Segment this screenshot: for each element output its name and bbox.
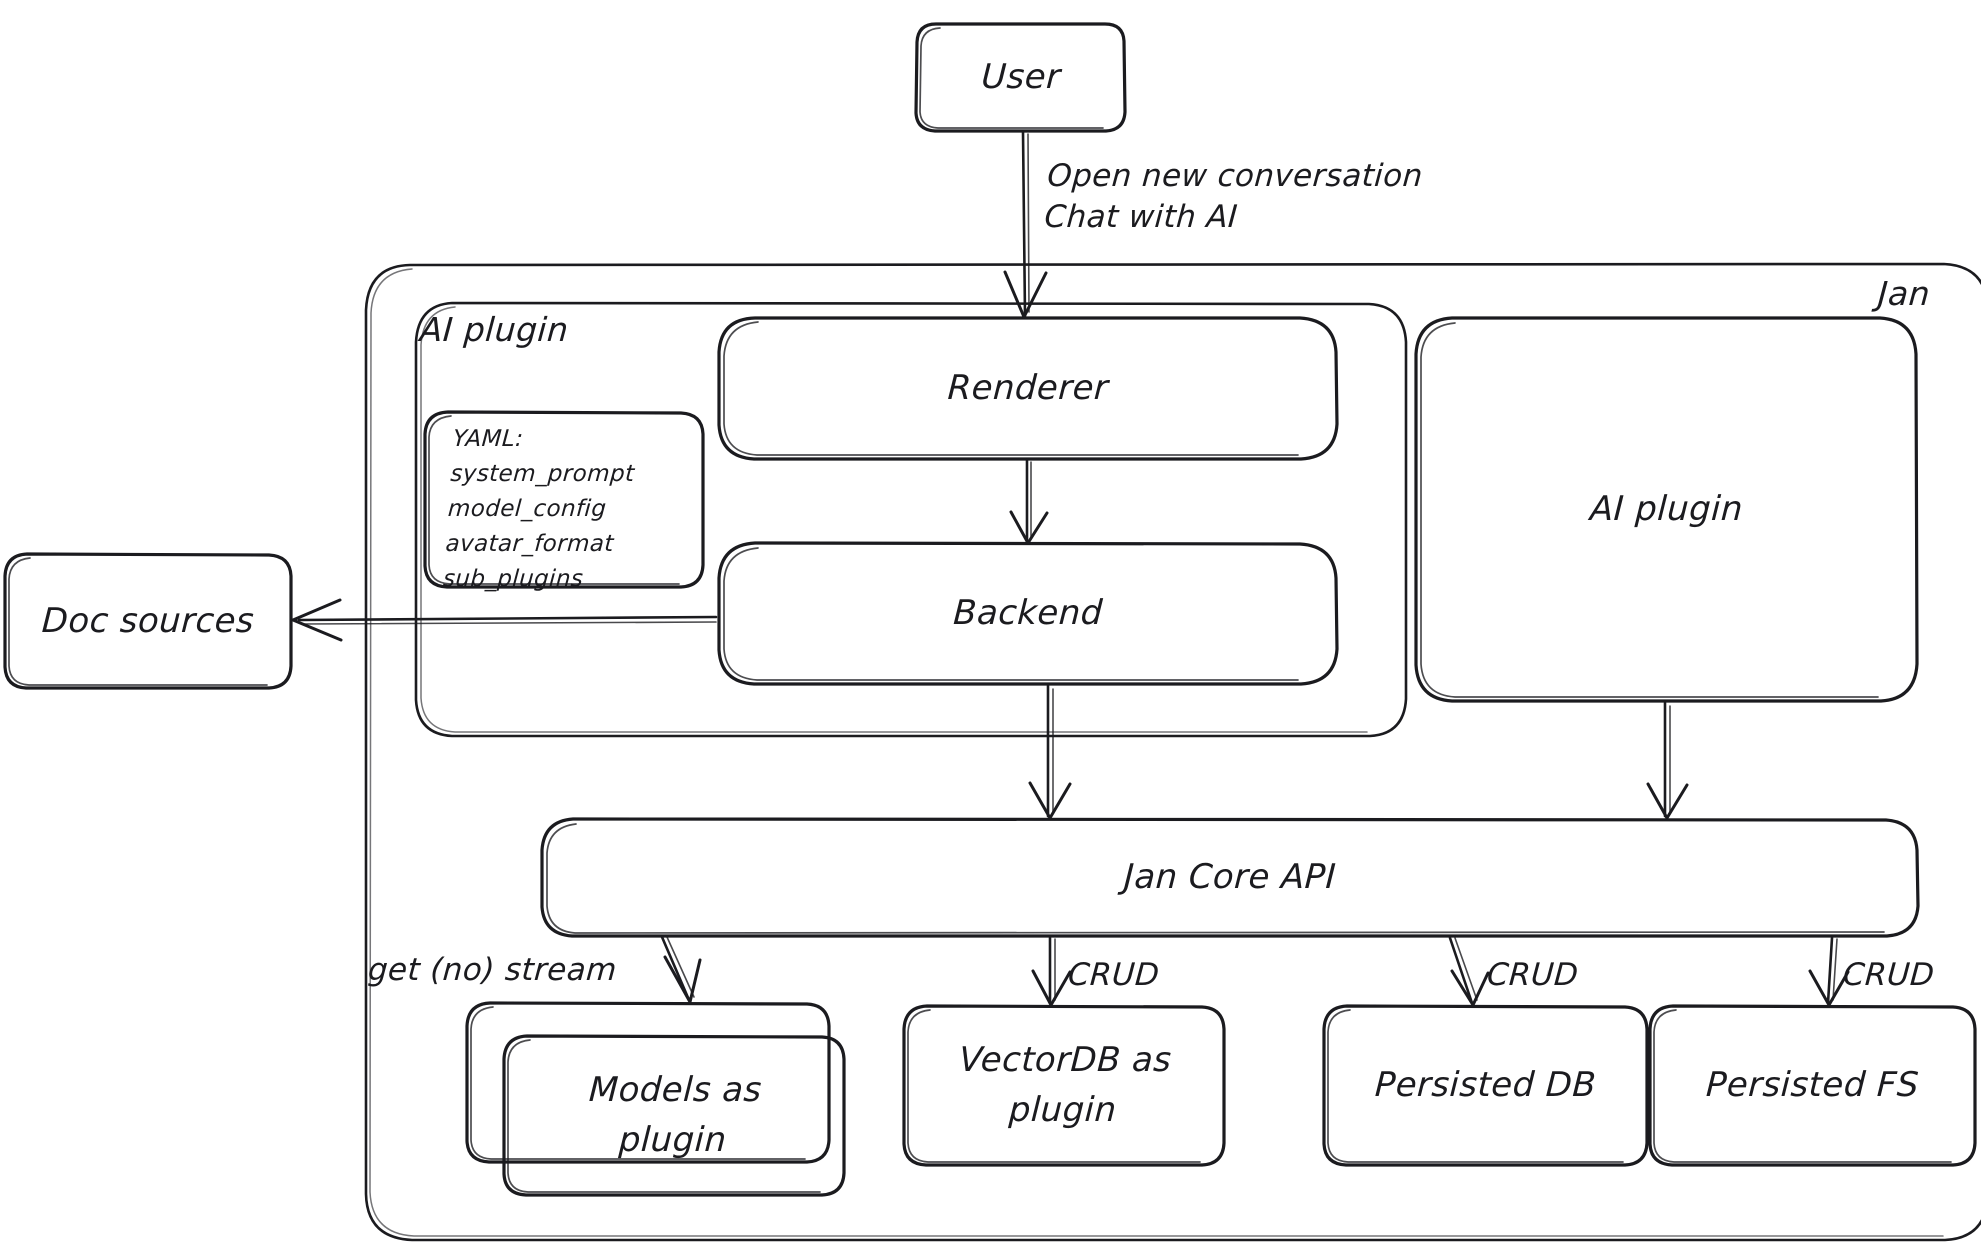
node-models-as-plugin[interactable] [465,1001,846,1197]
node-user[interactable] [914,22,1127,133]
edge-backend-to-core [1028,684,1072,820]
node-vectordb-as-plugin[interactable] [902,1004,1226,1167]
node-jan-core-api[interactable] [540,817,1920,938]
edge-core-to-persisted-fs [1808,936,1850,1007]
node-persisted-fs[interactable] [1648,1004,1977,1167]
edge-backend-to-doc-sources [291,598,718,642]
node-ai-plugin-right[interactable] [1414,316,1919,703]
edge-core-to-persisted-db [1448,936,1490,1007]
node-persisted-db[interactable] [1322,1004,1649,1167]
container-jan [364,262,1981,1242]
node-renderer[interactable] [717,316,1339,461]
edge-user-to-renderer [1003,130,1048,319]
node-yaml-card [423,410,705,589]
edge-ai-plugin-to-core [1646,701,1689,820]
edge-core-to-models [660,935,702,1004]
container-ai-plugin-group [414,301,1408,738]
edge-renderer-to-backend [1009,458,1049,545]
node-backend[interactable] [717,541,1339,686]
node-doc-sources[interactable] [3,552,293,690]
edge-core-to-vectordb [1031,936,1072,1007]
